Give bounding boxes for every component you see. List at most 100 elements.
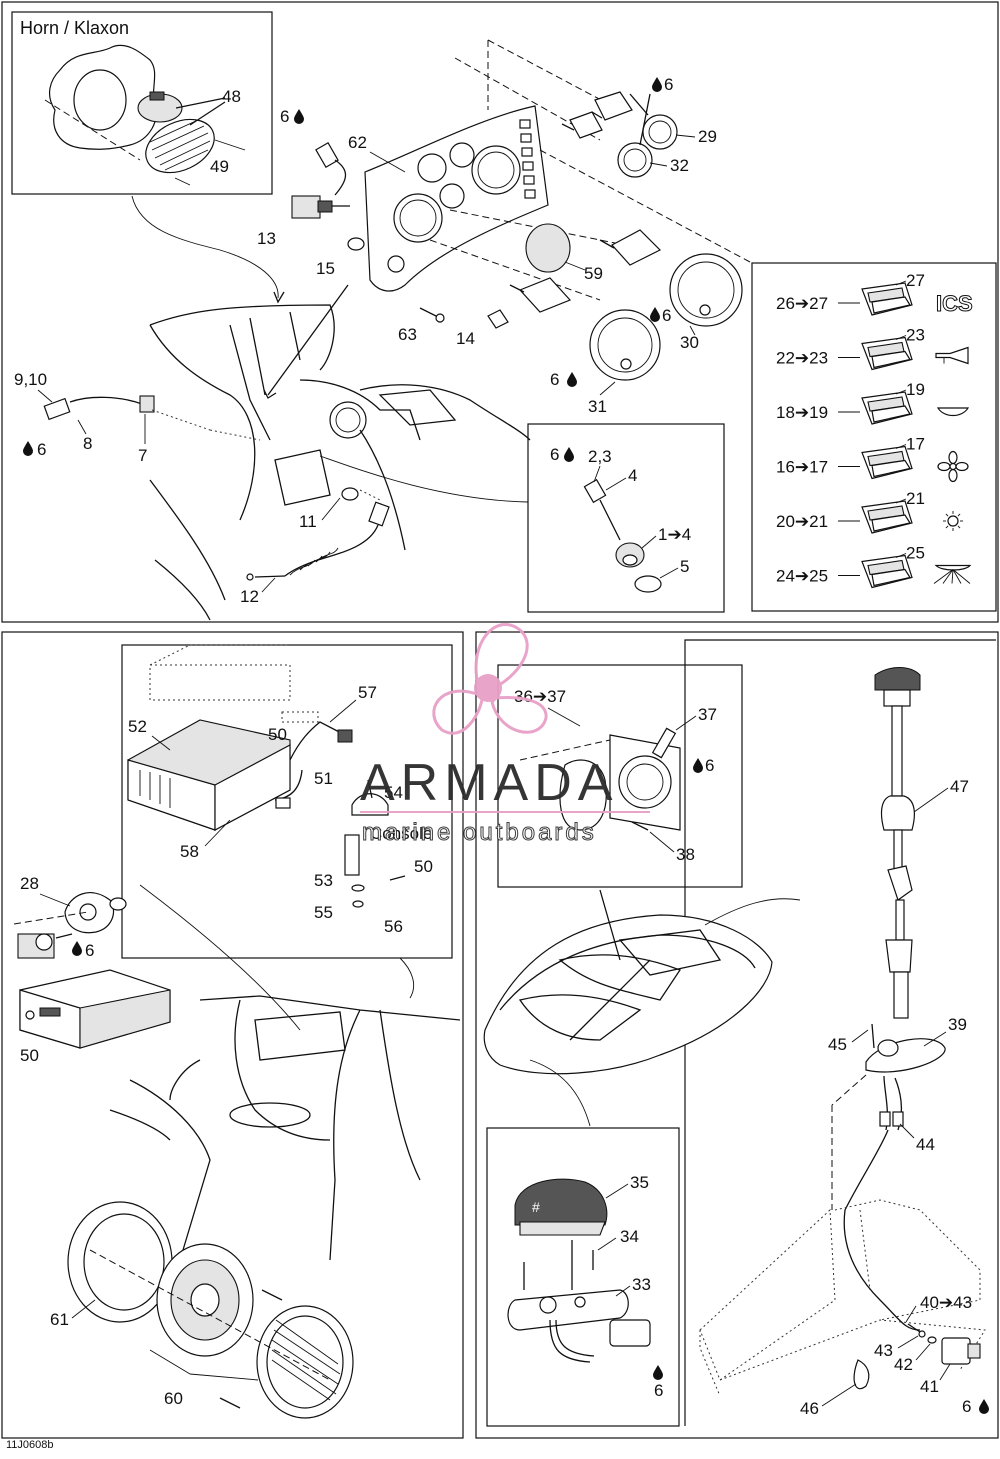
callout-4: 4	[628, 466, 637, 485]
callout-44: 44	[916, 1135, 935, 1154]
callout-33: 33	[632, 1275, 651, 1294]
svg-text:#: #	[532, 1199, 540, 1215]
switch-row-num: 23	[906, 326, 925, 345]
gauge-adapter-inset-frame	[497, 664, 743, 888]
boat-hull-overview	[483, 889, 801, 1075]
callout-7: 7	[138, 446, 147, 465]
stern-light-35-33: #	[507, 1178, 651, 1363]
screw-63-and-cap-14	[419, 307, 509, 329]
callout-47: 47	[950, 777, 969, 796]
callout-46: 46	[800, 1399, 819, 1418]
callout-59: 59	[584, 264, 603, 283]
callout-37: 37	[698, 705, 717, 724]
switch-row-ref: 18➔19	[776, 403, 828, 422]
bottom-right-frame	[475, 631, 999, 1439]
callout-15: 15	[316, 259, 335, 278]
callout-11: 11	[299, 512, 317, 531]
callout-29: 29	[698, 127, 717, 146]
dash-panel-62	[364, 39, 751, 301]
console-outline	[109, 884, 461, 1261]
callout-55: 55	[314, 903, 333, 922]
switch-row-ref: 26➔27	[776, 294, 828, 313]
callout-6-cable: 6	[37, 440, 46, 459]
stereo-unit-50	[19, 969, 171, 1049]
callout-6-speedo: 6	[550, 370, 559, 389]
callout-45: 45	[828, 1035, 847, 1054]
callout-63: 63	[398, 325, 417, 344]
fan-icon	[937, 450, 969, 483]
watermark-brand: ARMADA	[360, 754, 618, 812]
callout-50-screw: 50	[414, 857, 433, 876]
switch-row: 18➔19 19	[776, 380, 970, 425]
callout-62: 62	[348, 133, 367, 152]
callout-43: 43	[874, 1341, 893, 1360]
pole-base-39-44	[843, 1023, 946, 1331]
switch-row: 22➔23 23	[776, 326, 969, 371]
callout-28: 28	[20, 874, 39, 893]
switch-row-ref: 20➔21	[776, 512, 828, 531]
callout-51: 51	[314, 769, 333, 788]
callout-56: 56	[384, 917, 403, 936]
console-label: Console	[370, 824, 432, 843]
horn-icon	[935, 346, 969, 365]
connector-40-43	[853, 1323, 981, 1390]
callout-6-connector: 6	[280, 107, 289, 126]
navigation-light-icon	[943, 511, 963, 531]
callout-30: 30	[680, 333, 699, 352]
antenna-section-frame	[684, 639, 996, 1426]
callout-32: 32	[670, 156, 689, 175]
top-section-frame	[1, 1, 999, 623]
callout-6-outlet: 6	[550, 445, 559, 464]
callout-5: 5	[680, 557, 689, 576]
callout-1-4: 1➔4	[658, 525, 691, 544]
connector-and-switch-13	[291, 142, 365, 251]
callout-8: 8	[83, 434, 92, 453]
callout-6-tach: 6	[662, 306, 671, 325]
horn-assembly	[44, 44, 246, 186]
switch-row-ref: 16➔17	[776, 458, 828, 477]
gauge-housings	[509, 91, 743, 381]
callout-6-antenna: 6	[962, 1397, 971, 1416]
switch-row-num: 25	[906, 544, 925, 563]
callout-58: 58	[180, 842, 199, 861]
callout-53: 53	[314, 871, 333, 890]
bottom-left-frame	[1, 631, 464, 1439]
callout-60: 60	[164, 1389, 183, 1408]
callout-9-10: 9,10	[14, 370, 47, 389]
callout-50-radio-box: 50	[268, 725, 287, 744]
callout-13: 13	[257, 229, 276, 248]
speaker-61-60	[67, 1201, 354, 1419]
accessory-socket-28	[13, 892, 127, 959]
watermark-tagline: marine outboards	[362, 819, 597, 846]
callout-54: 54	[384, 783, 403, 802]
callout-61: 61	[50, 1310, 69, 1329]
cable-7-8	[43, 395, 261, 441]
dashboard-outline	[149, 284, 531, 621]
callout-6-adapter: 6	[705, 756, 714, 775]
callout-52: 52	[128, 717, 147, 736]
callout-6-gauges: 6	[664, 75, 673, 94]
switch-row-ref: 22➔23	[776, 349, 828, 368]
bilge-icon	[936, 407, 970, 417]
pole-light-47	[874, 667, 921, 1019]
callout-14: 14	[456, 329, 475, 348]
stern-light-inset-frame	[486, 1127, 680, 1427]
horn-title: Horn / Klaxon	[20, 18, 129, 38]
callout-6-stern-light: 6	[654, 1381, 663, 1400]
callout-34: 34	[620, 1227, 639, 1246]
callout-38: 38	[676, 845, 695, 864]
accessory-outlet-parts	[583, 478, 662, 593]
switch-row-num: 27	[906, 271, 925, 290]
switch-row-ref: 24➔25	[776, 567, 828, 586]
callout-49: 49	[210, 157, 229, 176]
callout-48: 48	[222, 87, 241, 106]
switch-row-num: 19	[906, 380, 925, 399]
callout-42: 42	[894, 1355, 913, 1374]
horn-inset-frame	[11, 11, 273, 195]
ics-icon: ICS	[936, 291, 974, 317]
armada-watermark: ARMADA marine outboards	[360, 623, 650, 847]
callout-6-socket: 6	[85, 941, 94, 960]
